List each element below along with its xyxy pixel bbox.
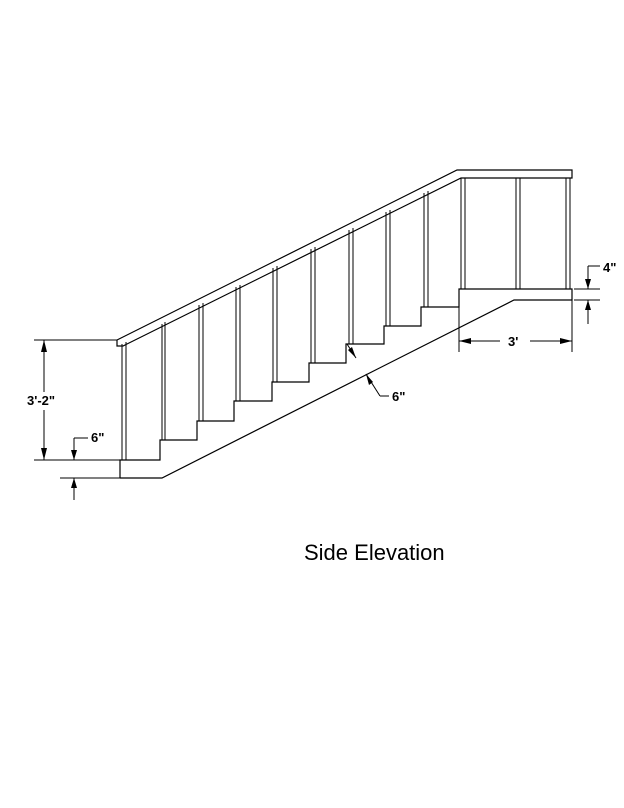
dimension-slab-thickness (346, 343, 389, 397)
dimension-slab-thickness-label: 6" (392, 389, 405, 404)
dimension-landing-step (574, 265, 600, 324)
dimension-landing-step-label: 4" (603, 260, 616, 275)
stair-profile (119, 288, 573, 479)
handrail (116, 169, 573, 347)
dimension-landing-length (458, 300, 573, 352)
balusters (121, 178, 571, 460)
dimension-landing-length-label: 3' (508, 334, 518, 349)
dimension-bottom-step-label: 6" (91, 430, 104, 445)
dimension-total-height (34, 339, 120, 461)
dimension-total-height-label: 3'-2" (27, 393, 55, 408)
drawing-title: Side Elevation (304, 540, 445, 565)
dimension-bottom-step (60, 437, 120, 500)
